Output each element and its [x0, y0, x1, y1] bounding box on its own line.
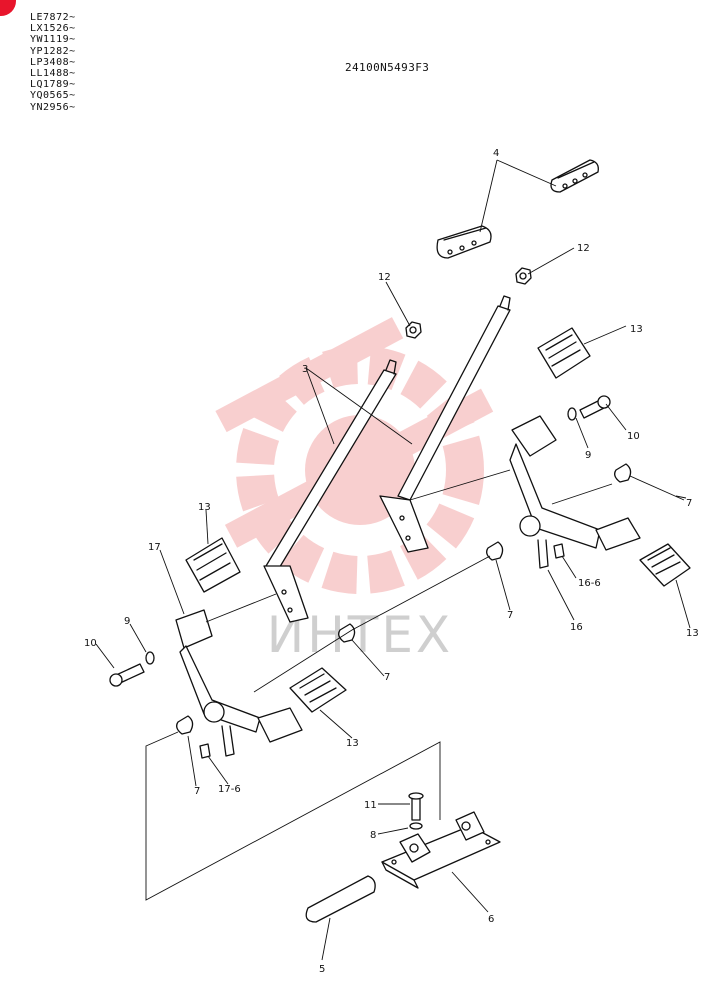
callout-10: 10	[627, 431, 640, 442]
pedal-pad-upper	[550, 159, 599, 193]
washer-bracket	[409, 822, 423, 830]
callout-5: 5	[319, 964, 325, 975]
callout-3: 3	[302, 364, 308, 375]
bolt-right	[579, 395, 611, 419]
leader-lines	[95, 159, 691, 961]
callout-13: 13	[630, 324, 643, 335]
brake-pedal-right	[509, 415, 641, 569]
callout-7: 7	[384, 672, 390, 683]
serial-number-list: LE7872~ LX1526~ YW1119~ YP1282~ LP3408~ …	[30, 12, 76, 113]
pedal-pad-lower	[436, 225, 492, 259]
pedal-rubber-right	[639, 543, 691, 587]
bolt-bracket	[408, 792, 424, 821]
callout-6: 6	[488, 914, 494, 925]
part-code: 24100N5493F3	[345, 61, 430, 74]
callout-7: 7	[507, 610, 513, 621]
callout-16: 16	[570, 622, 583, 633]
callout-9: 9	[124, 616, 130, 627]
serial-number: YQ0565~	[30, 90, 76, 102]
washer-right	[567, 407, 577, 421]
callout-16-6: 16-6	[578, 578, 601, 589]
callout-4: 4	[493, 148, 499, 159]
washer-left	[145, 651, 155, 665]
callout-13: 13	[198, 502, 211, 513]
callout-11: 11	[364, 800, 377, 811]
pin-left	[199, 743, 211, 759]
bushing-middle	[486, 541, 504, 561]
callout-13: 13	[346, 738, 359, 749]
callout-9: 9	[585, 450, 591, 461]
serial-number: LP3408~	[30, 56, 76, 68]
serial-number: LQ1789~	[30, 79, 76, 91]
bushing-left	[176, 715, 194, 735]
nut-upper	[515, 267, 532, 285]
pedal-rubber-top-right	[537, 327, 591, 379]
serial-number: YP1282~	[30, 45, 76, 57]
nut-middle	[405, 321, 422, 339]
callout-13: 13	[686, 628, 699, 639]
callout-17: 17	[148, 542, 161, 553]
callout-12: 12	[378, 272, 391, 283]
callout-10: 10	[84, 638, 97, 649]
watermark-logo	[215, 317, 494, 594]
serial-number: LX1526~	[30, 23, 76, 35]
pin-right	[553, 543, 565, 559]
serial-number: LL1488~	[30, 68, 76, 80]
pedal-rubber-middle	[289, 667, 347, 713]
serial-number: YN2956~	[30, 101, 76, 113]
pedal-rubber-left	[185, 537, 241, 593]
callout-7: 7	[686, 498, 692, 509]
assembly-lines	[145, 469, 613, 901]
bolt-left	[109, 663, 145, 687]
callout-8: 8	[370, 830, 376, 841]
callout-7: 7	[194, 786, 200, 797]
brake-pedal-left	[175, 609, 303, 757]
callout-12: 12	[577, 243, 590, 254]
serial-number: LE7872~	[30, 12, 76, 23]
pedal-shaft	[305, 875, 376, 923]
serial-number: YW1119~	[30, 34, 76, 46]
pedal-rod-left	[263, 359, 397, 623]
pedal-bracket	[381, 811, 501, 889]
bushing-right-upper	[614, 463, 632, 483]
callout-17-6: 17-6	[218, 784, 241, 795]
